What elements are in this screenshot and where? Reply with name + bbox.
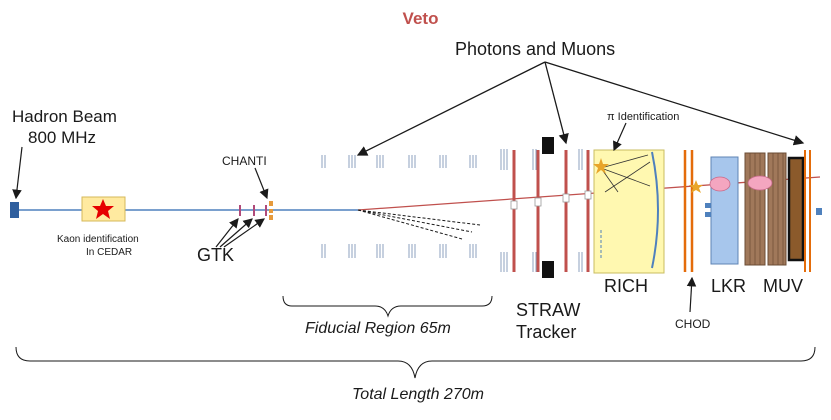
straw-magnet-top [542, 137, 554, 154]
photons-muons-label: Photons and Muons [455, 39, 616, 59]
fiducial-brace [282, 295, 493, 318]
muv-shower [747, 175, 773, 191]
lkr-label: LKR [711, 276, 747, 296]
beam-rate-label: 800 MHz [28, 128, 97, 147]
straw-magnet-bottom [542, 261, 554, 278]
chanti-detector [269, 201, 273, 220]
cedar-label: In CEDAR [86, 247, 133, 258]
lav-rings-bottom [321, 244, 583, 272]
final-veto [804, 150, 811, 272]
chod-detector [683, 150, 694, 272]
straw-chambers [510, 150, 592, 272]
chod-star [689, 180, 703, 193]
chanti-arrow [254, 167, 269, 200]
gtk-label: GTK [197, 245, 235, 265]
fiducial-region-label: Fiducial Region 65m [305, 320, 451, 337]
gtk-stations [239, 205, 267, 216]
total-brace [15, 346, 816, 379]
beam-source [10, 202, 19, 218]
veto-arrows [356, 61, 805, 156]
lkr-shower [709, 176, 731, 192]
lkr-small-block-2 [705, 212, 711, 217]
cedar-star [92, 199, 114, 219]
beam-arrow [12, 146, 23, 200]
lkr-small-block-1 [705, 203, 711, 208]
rich-mirror [651, 151, 659, 269]
rich-label: RICH [604, 276, 648, 296]
muv-label: MUV [763, 276, 803, 296]
chanti-label: CHANTI [222, 154, 267, 168]
tracker-label: Tracker [516, 322, 577, 342]
gtk-arrows [215, 218, 265, 248]
chod-arrow [686, 276, 697, 313]
straw-label: STRAW [516, 300, 581, 320]
hadron-beam-label: Hadron Beam [12, 107, 117, 126]
veto-title: Veto [402, 9, 439, 28]
rich-star [593, 158, 609, 174]
chod-label: CHOD [675, 317, 711, 331]
rich-vessel [593, 149, 665, 274]
muv-detector [744, 152, 805, 266]
kaon-identification-label: Kaon identification [57, 234, 139, 245]
lkr-calorimeter [710, 156, 739, 265]
pi-identification-label: π Identification [607, 111, 680, 123]
total-length-label: Total Length 270m [352, 386, 484, 403]
lav-rings-top [321, 149, 583, 170]
beam-dump [816, 208, 822, 215]
pi-id-arrow [613, 122, 627, 152]
